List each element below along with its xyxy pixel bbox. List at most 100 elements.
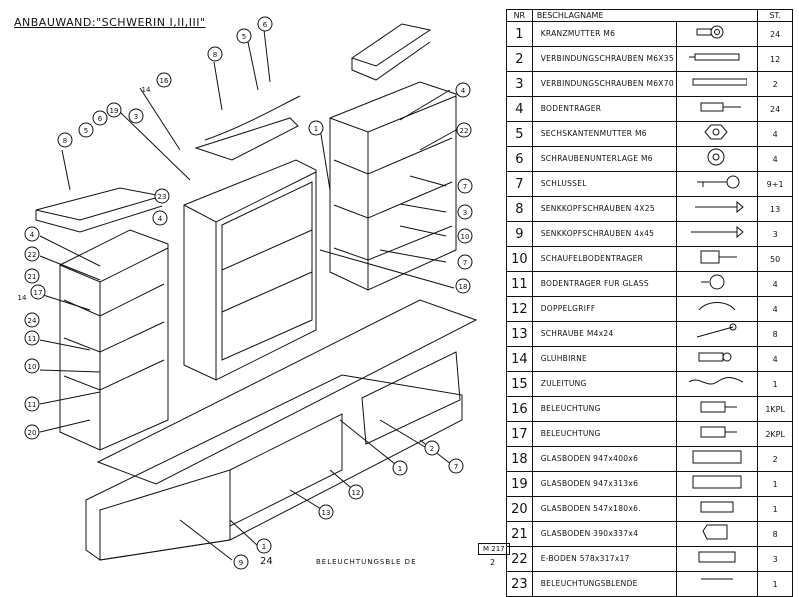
part-number: 6 (506, 146, 533, 172)
part-name: GLASBODEN 947x313x6 (531, 471, 677, 497)
part-quantity: 4 (757, 296, 793, 322)
svg-text:16: 16 (160, 77, 169, 85)
part-name: VERBINDUNGSCHRAUBEN M6X35 (531, 46, 677, 72)
svg-text:4: 4 (30, 231, 35, 239)
connecting-screw-icon (675, 46, 759, 72)
part-number: 19 (506, 471, 533, 497)
part-number: 2 (506, 46, 533, 72)
part-number: 20 (506, 496, 533, 522)
part-number: 22 (506, 546, 533, 572)
column-header-nr: NR (506, 9, 533, 22)
svg-text:21: 21 (28, 273, 37, 281)
part-name: SECHSKANTENMUTTER M6 (531, 121, 677, 147)
part-number: 10 (506, 246, 533, 272)
svg-text:24: 24 (28, 317, 37, 325)
part-quantity: 1 (757, 471, 793, 497)
part-quantity: 4 (757, 271, 793, 297)
svg-text:4: 4 (461, 87, 466, 95)
part-quantity: 4 (757, 146, 793, 172)
light-fixture-icon (675, 396, 759, 422)
part-quantity: 2 (757, 71, 793, 97)
screw-icon (675, 321, 759, 347)
svg-text:10: 10 (461, 233, 470, 241)
part-quantity: 3 (757, 546, 793, 572)
washer-icon (675, 146, 759, 172)
part-name: SENKKOPFSCHRAUBEN 4X25 (531, 196, 677, 222)
part-name: BELEUCHTUNGSBLENDE (531, 571, 677, 597)
svg-text:10: 10 (28, 363, 37, 371)
double-handle-icon (675, 296, 759, 322)
svg-text:20: 20 (28, 429, 37, 437)
shelf-support-icon (675, 96, 759, 122)
svg-text:7: 7 (463, 183, 467, 191)
glass-panel-icon (675, 471, 759, 497)
part-quantity: 4 (757, 346, 793, 372)
svg-text:11: 11 (28, 401, 37, 409)
svg-text:4: 4 (158, 215, 163, 223)
page-title: ANBAUWAND:"SCHWERIN I,II,III" (14, 16, 206, 29)
svg-text:6: 6 (263, 21, 268, 29)
paddle-shelf-support-icon (675, 246, 759, 272)
part-quantity: 9+1 (757, 171, 793, 197)
part-name: GLUHBIRNE (531, 346, 677, 372)
cable-icon (675, 371, 759, 397)
svg-text:3: 3 (463, 209, 467, 217)
light-cover-icon (675, 571, 759, 597)
svg-text:18: 18 (459, 283, 468, 291)
part-number: 8 (506, 196, 533, 222)
part-quantity: 50 (757, 246, 793, 272)
svg-text:22: 22 (28, 251, 37, 259)
part-quantity: 2KPL (757, 421, 793, 447)
part-number: 21 (506, 521, 533, 547)
part-number: 16 (506, 396, 533, 422)
part-name: BELEUCHTUNG (531, 421, 677, 447)
part-name: SCHRAUBENUNTERLAGE M6 (531, 146, 677, 172)
svg-text:14: 14 (18, 294, 27, 302)
part-number: 3 (506, 71, 533, 97)
part-name: SENKKOPFSCHRAUBEN 4x45 (531, 221, 677, 247)
part-quantity: 24 (757, 96, 793, 122)
part-number: 14 (506, 346, 533, 372)
part-quantity: 8 (757, 321, 793, 347)
part-quantity: 3 (757, 221, 793, 247)
part-name: VERBINDUNGSCHRAUBEN M6X70 (531, 71, 677, 97)
part-quantity: 4 (757, 121, 793, 147)
part-name: DOPPELGRIFF (531, 296, 677, 322)
part-number: 7 (506, 171, 533, 197)
part-name: GLASBODEN 390x337x4 (531, 521, 677, 547)
bottom-row-st: 2 (490, 558, 496, 567)
svg-text:13: 13 (322, 509, 331, 517)
bottom-row-name: BELEUCHTUNGSBLE DE (316, 558, 417, 566)
part-quantity: 8 (757, 521, 793, 547)
part-name: SCHRAUBE M4x24 (531, 321, 677, 347)
svg-text:7: 7 (454, 463, 458, 471)
part-quantity: 2 (757, 446, 793, 472)
part-number: 23 (506, 571, 533, 597)
bottom-row-nr: 24 (260, 556, 273, 567)
part-name: BODENTRAGER (531, 96, 677, 122)
countersunk-screw-icon (675, 196, 759, 222)
part-name: ZULEITUNG (531, 371, 677, 397)
svg-text:6: 6 (98, 115, 103, 123)
part-quantity: 1 (757, 571, 793, 597)
svg-text:23: 23 (158, 193, 167, 201)
part-name: GLASBODEN 947x400x6 (531, 446, 677, 472)
svg-text:1: 1 (262, 543, 266, 551)
